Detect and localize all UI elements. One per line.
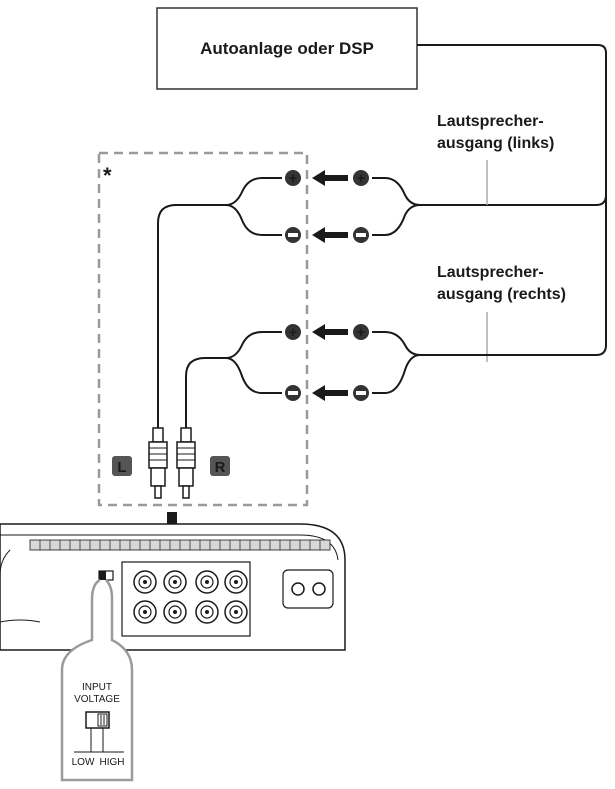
right-speaker-output-label: Lautsprecher- ausgang (rechts) [437,264,566,362]
plus-sign: + [289,170,297,186]
amplifier [0,523,346,651]
plus-sign: + [289,324,297,340]
rca-plug-right [176,427,196,499]
rca-input-panel [121,561,251,637]
source-unit-box [156,7,418,90]
low-label: LOW [72,757,95,768]
plus-sign: + [357,324,365,340]
plus-terminal-icon [285,170,301,186]
svg-text:R: R [215,459,226,476]
input-voltage-callout: INPUT VOLTAGE LOW HIGH [60,578,134,782]
input-label: INPUT [82,682,112,693]
source-unit-label: Autoanlage oder DSP [200,39,374,58]
left-speaker-output-label: Lautsprecher- ausgang (links) [437,113,554,205]
voltage-label: VOLTAGE [74,694,120,705]
left-branch-wire [420,194,607,206]
rca-jack-row-top [133,570,248,594]
optional-cable-box [97,151,309,507]
plus-terminal-icon [285,324,301,340]
source-unit: Autoanlage oder DSP [156,7,418,90]
amp-output-panel [282,569,334,609]
svg-text:L: L [117,459,126,476]
rca-plug-left [148,427,168,499]
asterisk-mark: * [103,163,112,188]
high-label: HIGH [100,757,125,768]
source-output-wire [417,44,607,356]
right-output-line2: ausgang (rechts) [437,286,566,303]
left-output-line2: ausgang (links) [437,135,554,152]
plus-terminal-icon [353,324,369,340]
rca-jack-row-bottom [133,600,248,624]
right-output-line1: Lautsprecher- [437,264,544,281]
left-output-line1: Lautsprecher- [437,113,544,130]
channel-badge-left: L [112,456,132,476]
channel-badge-right: R [210,456,230,476]
plus-terminal-icon [353,170,369,186]
right-channel-wiring: + + [185,324,488,430]
left-channel-wiring: + + [157,170,421,430]
plus-sign: + [357,170,365,186]
